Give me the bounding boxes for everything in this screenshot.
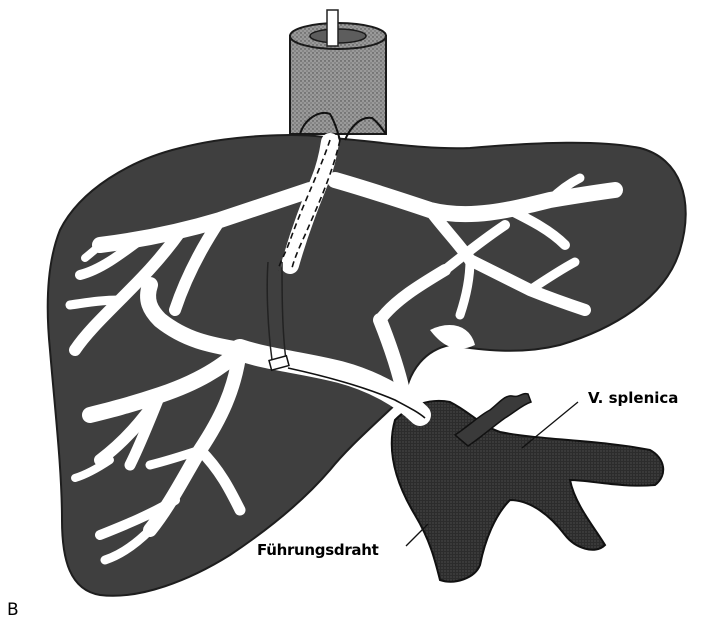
- label-guide-wire: Führungsdraht: [257, 541, 378, 559]
- portal-vein: [392, 401, 663, 582]
- panel-letter: B: [7, 600, 19, 620]
- sheath: [290, 10, 386, 140]
- label-vena-splenica: V. splenica: [588, 389, 678, 407]
